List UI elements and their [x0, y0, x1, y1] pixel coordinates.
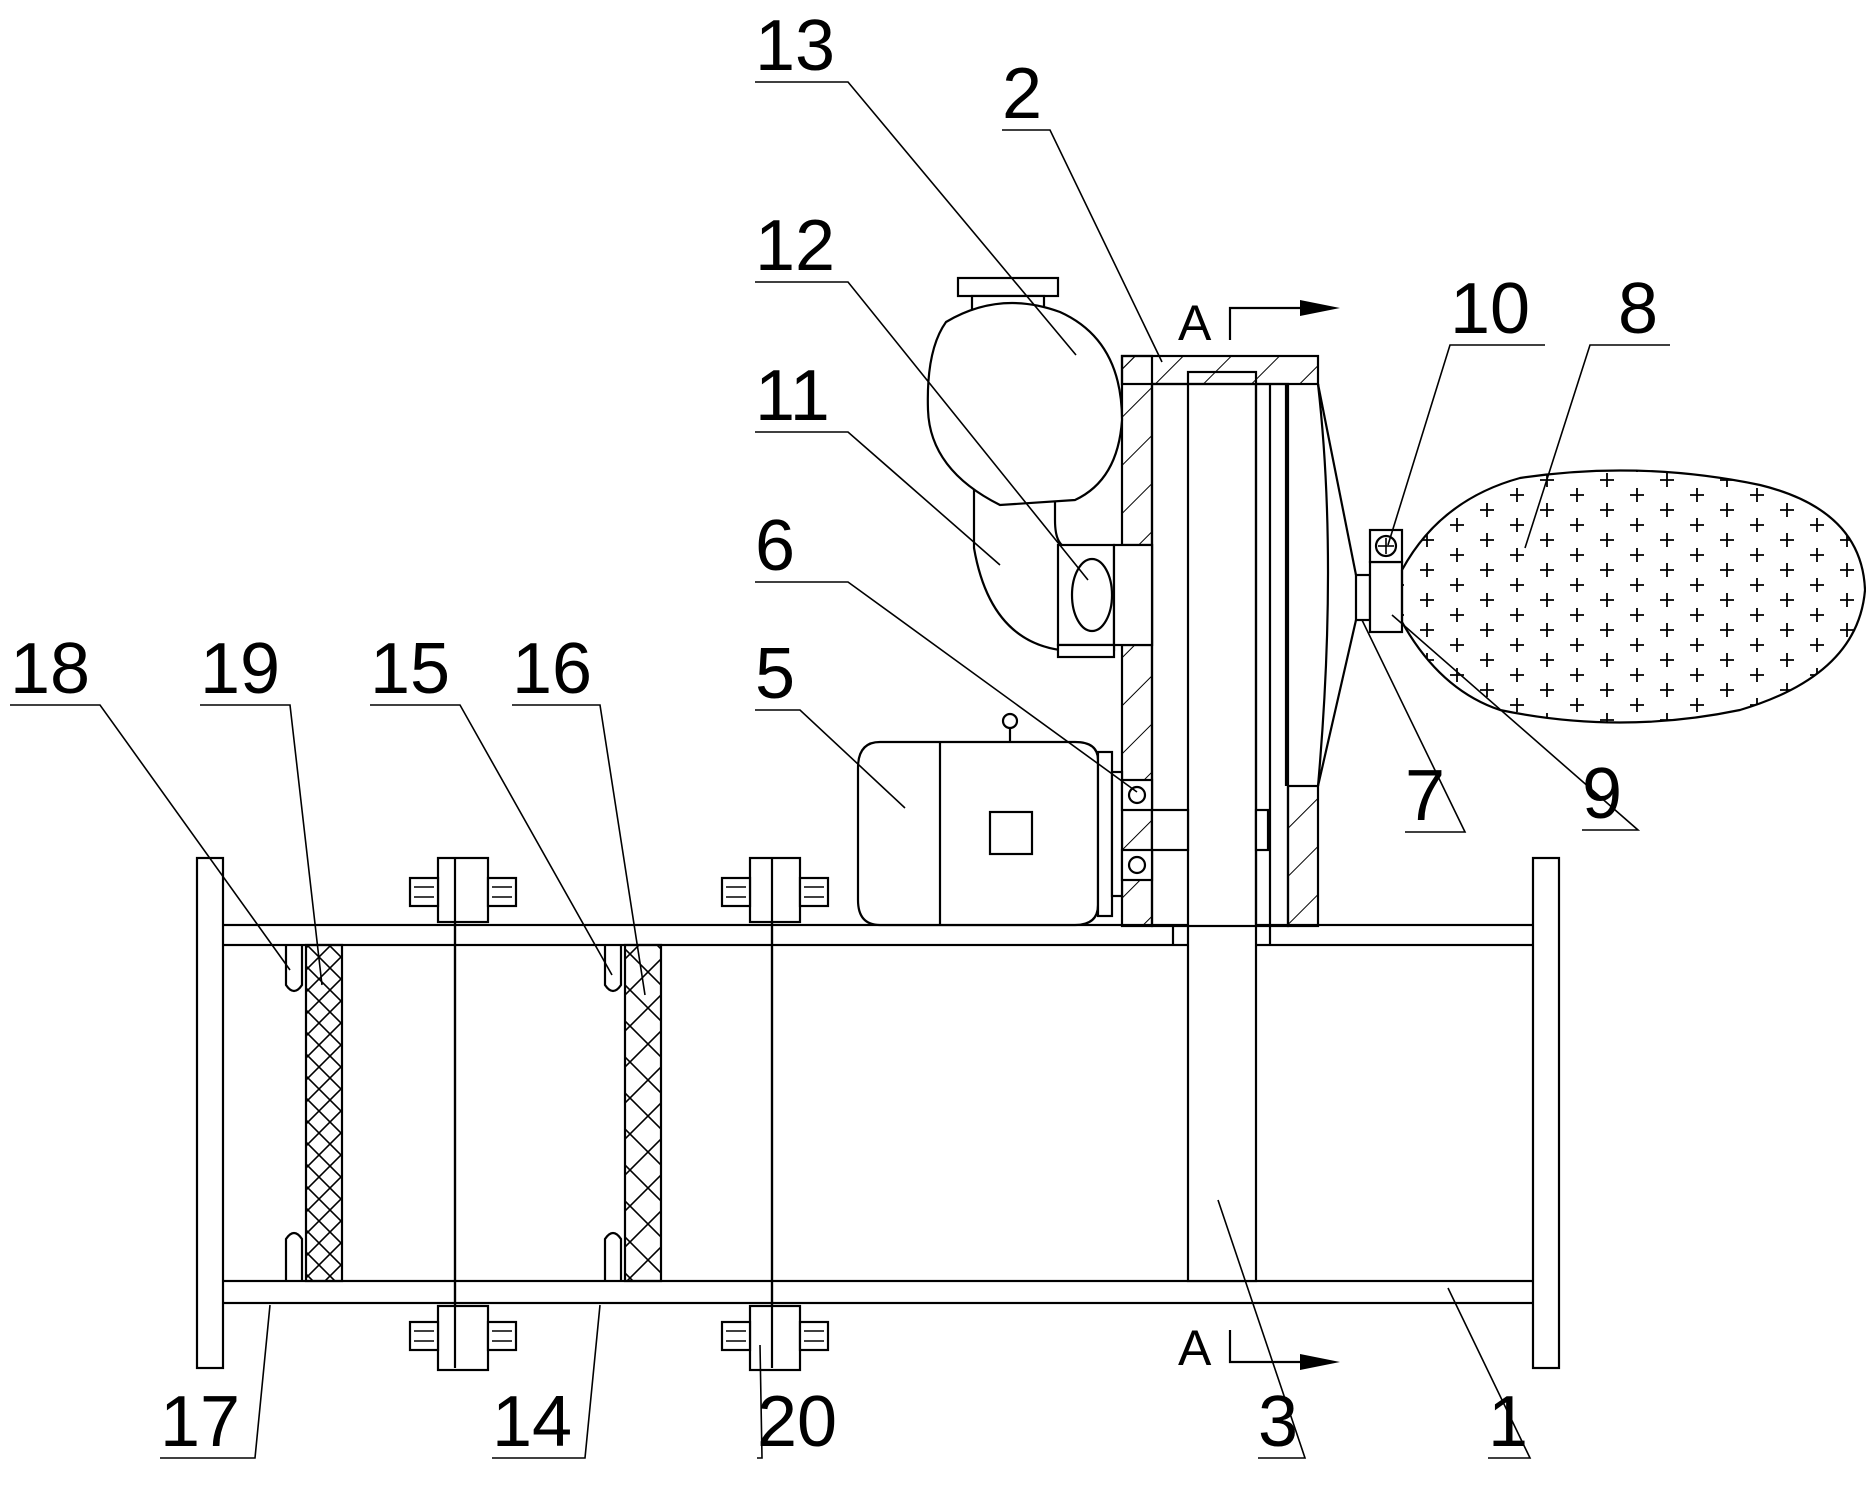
label-7: 7 — [1405, 756, 1445, 836]
bolt-icon — [408, 876, 518, 1352]
joint-flange-left — [408, 856, 518, 1372]
section-mark-top: A — [1178, 295, 1340, 351]
label-13: 13 — [755, 6, 835, 86]
label-17: 17 — [160, 1382, 240, 1462]
air-inlet-pipe — [972, 360, 1154, 659]
label-3: 3 — [1258, 1382, 1298, 1462]
label-14: 14 — [492, 1382, 572, 1462]
label-8: 8 — [1618, 269, 1658, 349]
label-16: 16 — [512, 629, 592, 709]
bearing-6 — [1120, 778, 1270, 882]
label-5: 5 — [755, 634, 795, 714]
label-9: 9 — [1582, 754, 1622, 834]
clamp-screw-icon — [1368, 528, 1404, 564]
label-19: 19 — [200, 629, 280, 709]
joint-flange-right — [720, 856, 830, 1372]
section-letter-top: A — [1178, 295, 1212, 351]
filter-screen-19 — [284, 943, 344, 1283]
drive-motor — [856, 712, 1124, 927]
main-duct — [195, 856, 1561, 1370]
bolt-icon — [720, 876, 830, 1352]
label-6: 6 — [755, 506, 795, 586]
filter-screen-16 — [603, 943, 663, 1283]
dust-collector — [926, 276, 1124, 507]
part-labels: 13 2 12 11 6 5 10 8 7 9 18 19 15 16 17 1… — [10, 6, 1658, 1462]
label-10: 10 — [1450, 269, 1530, 349]
label-11: 11 — [755, 356, 830, 436]
label-12: 12 — [755, 206, 835, 286]
dust-bag — [1400, 469, 1866, 724]
label-1: 1 — [1488, 1382, 1528, 1462]
label-15: 15 — [370, 629, 450, 709]
label-2: 2 — [1002, 54, 1042, 134]
leader-lines — [10, 81, 1670, 1459]
label-18: 18 — [10, 629, 90, 709]
section-mark-bottom: A — [1178, 1320, 1340, 1376]
label-20: 20 — [757, 1382, 837, 1462]
section-letter-bottom: A — [1178, 1320, 1212, 1376]
